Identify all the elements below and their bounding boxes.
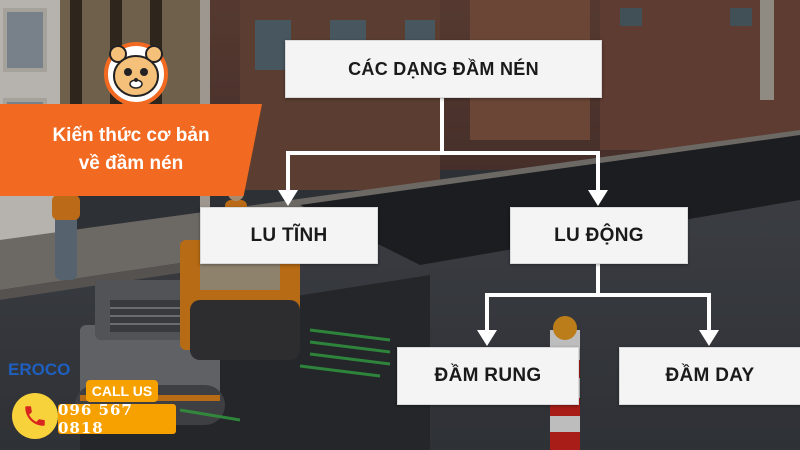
call-us-label[interactable]: CALL US (86, 380, 158, 402)
eroco-logo: EROCO (8, 360, 70, 379)
phone-icon[interactable] (12, 393, 58, 439)
node-compaction-types: CÁC DẠNG ĐẦM NÉN (285, 40, 602, 98)
node-kneading-compaction: ĐẦM DAY (619, 347, 800, 405)
eroco-logo-text: EROCO (8, 360, 70, 379)
connector-lines (286, 94, 711, 334)
node-vibratory-compaction: ĐẦM RUNG (397, 347, 579, 405)
connector-arrowheads (278, 190, 719, 346)
banner-line-1: Kiến thức cơ bản (52, 125, 210, 146)
phone-handset-icon (25, 406, 45, 426)
node-dynamic-roller: LU ĐỘNG (510, 207, 688, 264)
banner-line-2: về đầm nén (78, 153, 184, 174)
topic-banner: Kiến thức cơ bản về đầm nén (0, 104, 262, 196)
hamster-mascot-logo (104, 42, 168, 106)
node-static-roller: LU TĨNH (200, 207, 378, 264)
vibration-lines (179, 328, 391, 422)
phone-number-button[interactable]: 096 567 0818 (58, 401, 176, 437)
